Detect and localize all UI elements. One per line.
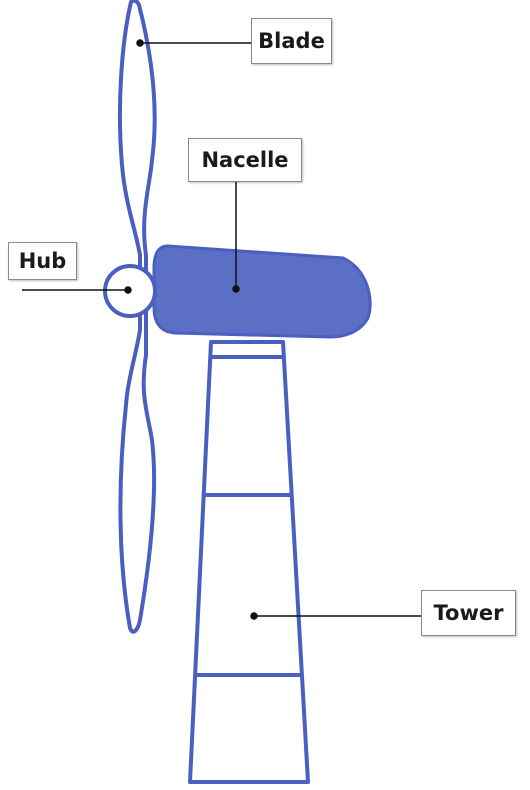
label-hub: Hub [8, 242, 77, 280]
leader-dot-tower [250, 612, 258, 620]
label-blade: Blade [251, 18, 332, 64]
tower-outline [188, 340, 310, 784]
nacelle-body [152, 244, 372, 339]
leader-dot-blade [136, 39, 144, 47]
leader-dot-nacelle [232, 285, 240, 293]
blade-outline [117, 0, 157, 634]
leader-lines [22, 39, 421, 620]
leader-dot-hub [124, 286, 132, 294]
label-tower: Tower [421, 590, 516, 636]
label-nacelle: Nacelle [188, 138, 302, 182]
tower [188, 340, 310, 784]
